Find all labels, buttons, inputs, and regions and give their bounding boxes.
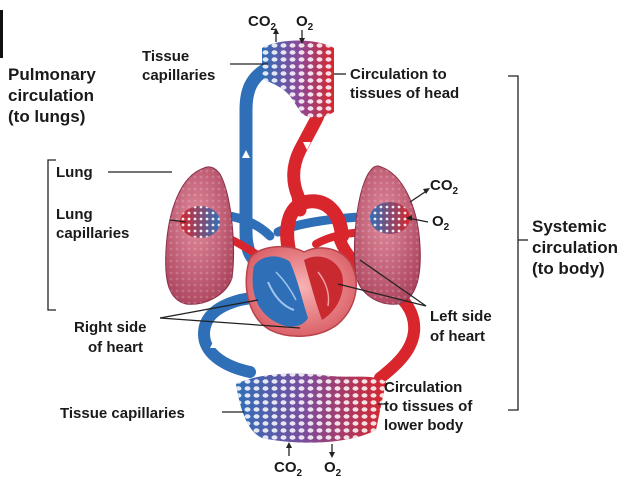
lung-cap-2: capillaries [56, 225, 129, 242]
lung-cap-1: Lung [56, 206, 93, 223]
o2-lung: O2 [432, 213, 450, 233]
head-capillaries [262, 40, 334, 118]
heart [245, 245, 357, 337]
lower-circ-1: Circulation [384, 379, 462, 396]
tissue-cap-top-1: Tissue [142, 48, 189, 65]
lung-label: Lung [56, 164, 93, 181]
lower-circ-3: lower body [384, 417, 464, 434]
co2-bottom: CO2 [274, 459, 303, 479]
right-side-1: Right side [74, 319, 147, 336]
left-side-1: Left side [430, 308, 492, 325]
head-circ-2: tissues of head [350, 85, 459, 102]
pulmonary-label-3: (to lungs) [8, 107, 85, 126]
inferior-vena-cava [198, 290, 268, 378]
co2-lung: CO2 [430, 177, 459, 197]
right-side-2: of heart [88, 339, 143, 356]
right-lung [354, 165, 421, 305]
pulmonary-label-1: Pulmonary [8, 65, 96, 84]
labels: Pulmonary circulation (to lungs) Tissue … [8, 48, 618, 434]
lower-body-capillaries [236, 373, 386, 443]
co2-top: CO2 [248, 13, 277, 33]
tissue-cap-bottom: Tissue capillaries [60, 405, 185, 422]
flow-arrows [210, 142, 394, 358]
edge-mark [0, 10, 3, 58]
o2-bottom: O2 [324, 459, 342, 479]
head-circ-1: Circulation to [350, 66, 447, 83]
lower-circ-2: to tissues of [384, 398, 473, 415]
gas-labels: CO2 O2 CO2 O2 CO2 O2 [248, 13, 459, 479]
systemic-3: (to body) [532, 259, 605, 278]
left-side-of-heart [304, 256, 344, 320]
pulmonary-label-2: circulation [8, 86, 94, 105]
systemic-1: Systemic [532, 217, 607, 236]
o2-top: O2 [296, 13, 314, 33]
left-side-2: of heart [430, 328, 485, 345]
left-lung [165, 166, 234, 305]
leader-lines [47, 63, 528, 413]
aortic-arch [280, 194, 349, 269]
systemic-2: circulation [532, 238, 618, 257]
tissue-cap-top-2: capillaries [142, 67, 215, 84]
gas-arrows [273, 28, 430, 458]
